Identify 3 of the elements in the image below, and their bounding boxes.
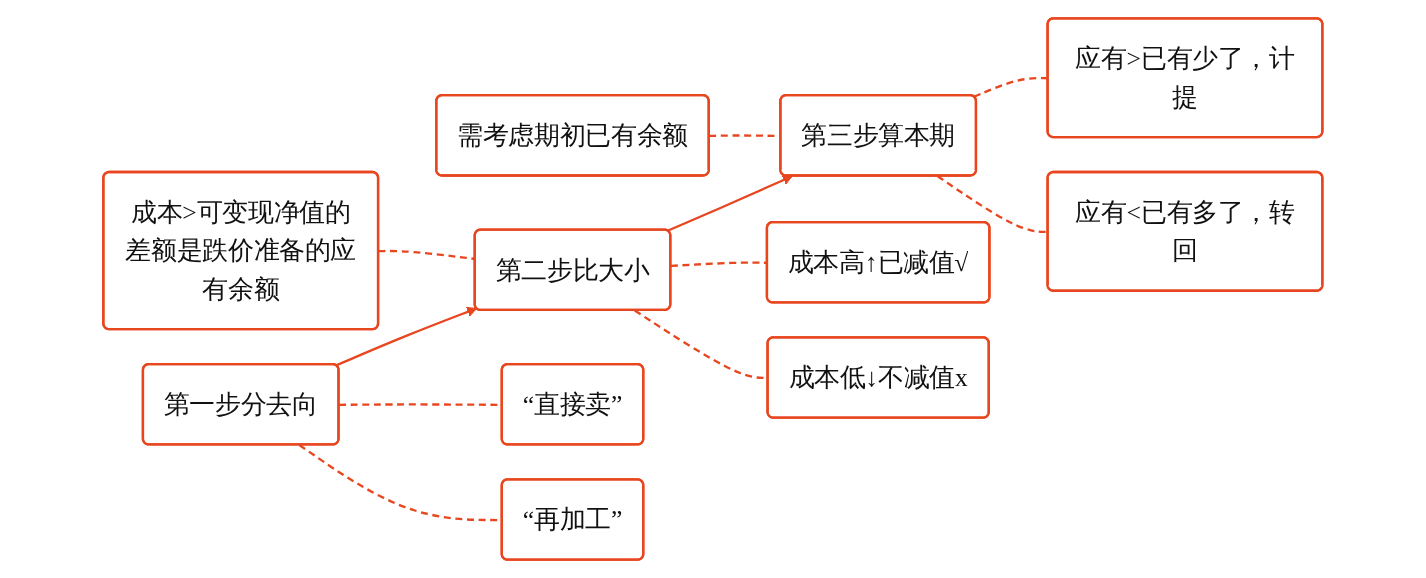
- connector: [670, 261, 768, 268]
- arrow: [667, 175, 793, 232]
- arrow: [335, 306, 478, 367]
